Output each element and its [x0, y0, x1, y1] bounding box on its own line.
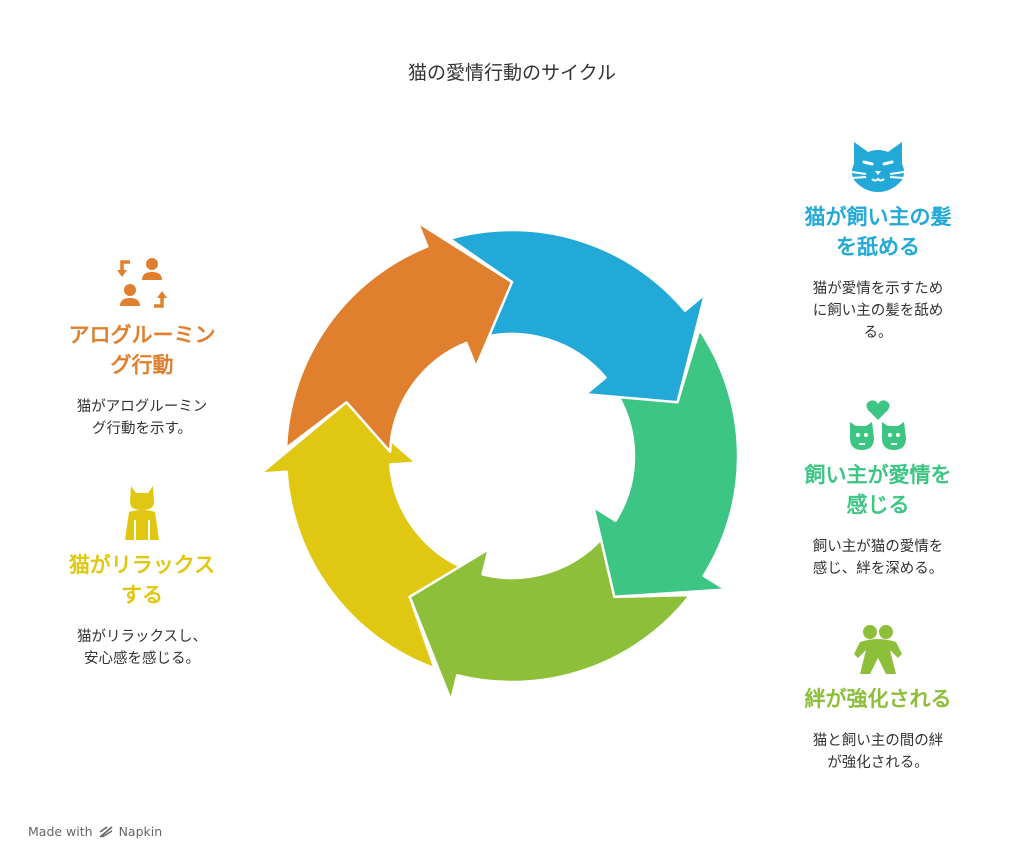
exchange-people-icon — [117, 258, 167, 308]
step-heading: 猫が飼い主の髪 を舐める — [804, 205, 952, 259]
step-allogrooming: アログルーミン グ行動 猫がアログルーミン グ行動を示す。 — [42, 256, 242, 440]
made-with-label: Made with — [28, 824, 93, 839]
step-description: 猫と飼い主の間の絆 が強化される。 — [812, 733, 944, 771]
cats-heart-icon — [850, 400, 906, 450]
arrow-allogrooming — [284, 221, 514, 453]
step-cat-relaxes: 猫がリラックス する 猫がリラックスし、 安心感を感じる。 — [42, 484, 242, 670]
cat-face-icon — [851, 142, 905, 192]
step-description: 猫がアログルーミン グ行動を示す。 — [76, 399, 208, 437]
step-heading: 絆が強化される — [804, 687, 952, 711]
arrow-cat-relaxes — [259, 400, 472, 670]
sitting-cat-icon — [125, 486, 159, 540]
step-lick-hair: 猫が飼い主の髪 を舐める 猫が愛情を示すため に飼い主の髪を舐め る。 — [778, 138, 978, 344]
arrow-lick-hair — [448, 228, 707, 404]
diagram-title: 猫の愛情行動のサイクル — [407, 62, 617, 84]
step-description: 猫がリラックスし、 安心感を感じる。 — [76, 629, 208, 667]
step-heading: アログルーミン グ行動 — [68, 323, 216, 377]
arrow-bond-strengthened — [408, 529, 692, 702]
step-description: 飼い主が猫の愛情を 感じ、絆を深める。 — [812, 539, 944, 577]
napkin-brand: Napkin — [118, 824, 163, 839]
step-heading: 猫がリラックス する — [68, 553, 216, 607]
step-bond-strengthened: 絆が強化される 猫と飼い主の間の絆 が強化される。 — [778, 624, 978, 774]
step-description: 猫が愛情を示すため に飼い主の髪を舐め る。 — [812, 281, 944, 341]
footer: Made with Napkin — [28, 824, 162, 839]
napkin-logo-icon — [99, 825, 113, 838]
hug-icon — [854, 625, 902, 674]
step-owner-feels-love: 飼い主が愛情を 感じる 飼い主が猫の愛情を 感じ、絆を深める。 — [778, 398, 978, 580]
step-heading: 飼い主が愛情を 感じる — [804, 463, 952, 517]
